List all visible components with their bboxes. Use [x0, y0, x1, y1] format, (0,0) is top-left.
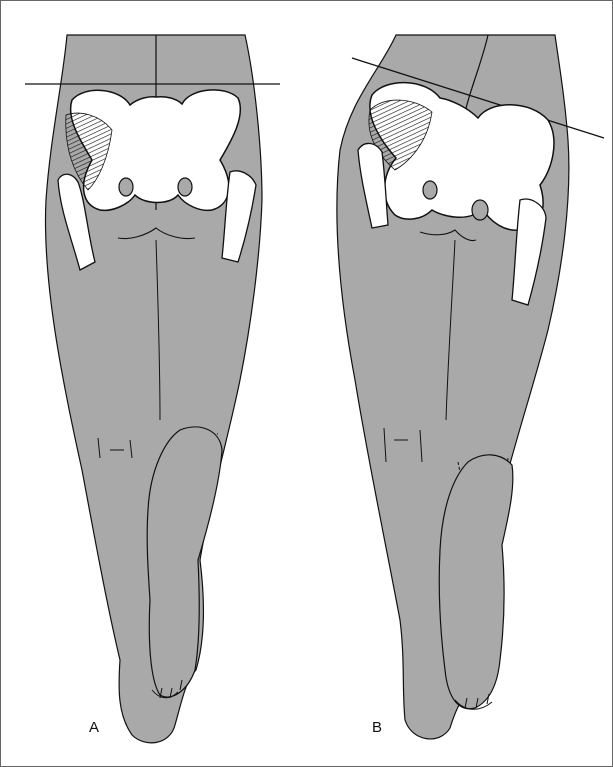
- panel-a-obturator-left: [119, 178, 133, 196]
- panel-b-crossed-calf: [439, 455, 513, 709]
- panel-b-obturator-left: [423, 181, 437, 199]
- panel-b-figure: [337, 35, 604, 739]
- panel-a-label: A: [89, 719, 99, 736]
- panel-a-figure: [25, 35, 280, 743]
- panel-b-obturator-right: [472, 200, 488, 220]
- panel-a-crossed-calf: [147, 427, 222, 697]
- panel-a-obturator-right: [178, 178, 192, 196]
- panel-b-label: B: [372, 719, 382, 736]
